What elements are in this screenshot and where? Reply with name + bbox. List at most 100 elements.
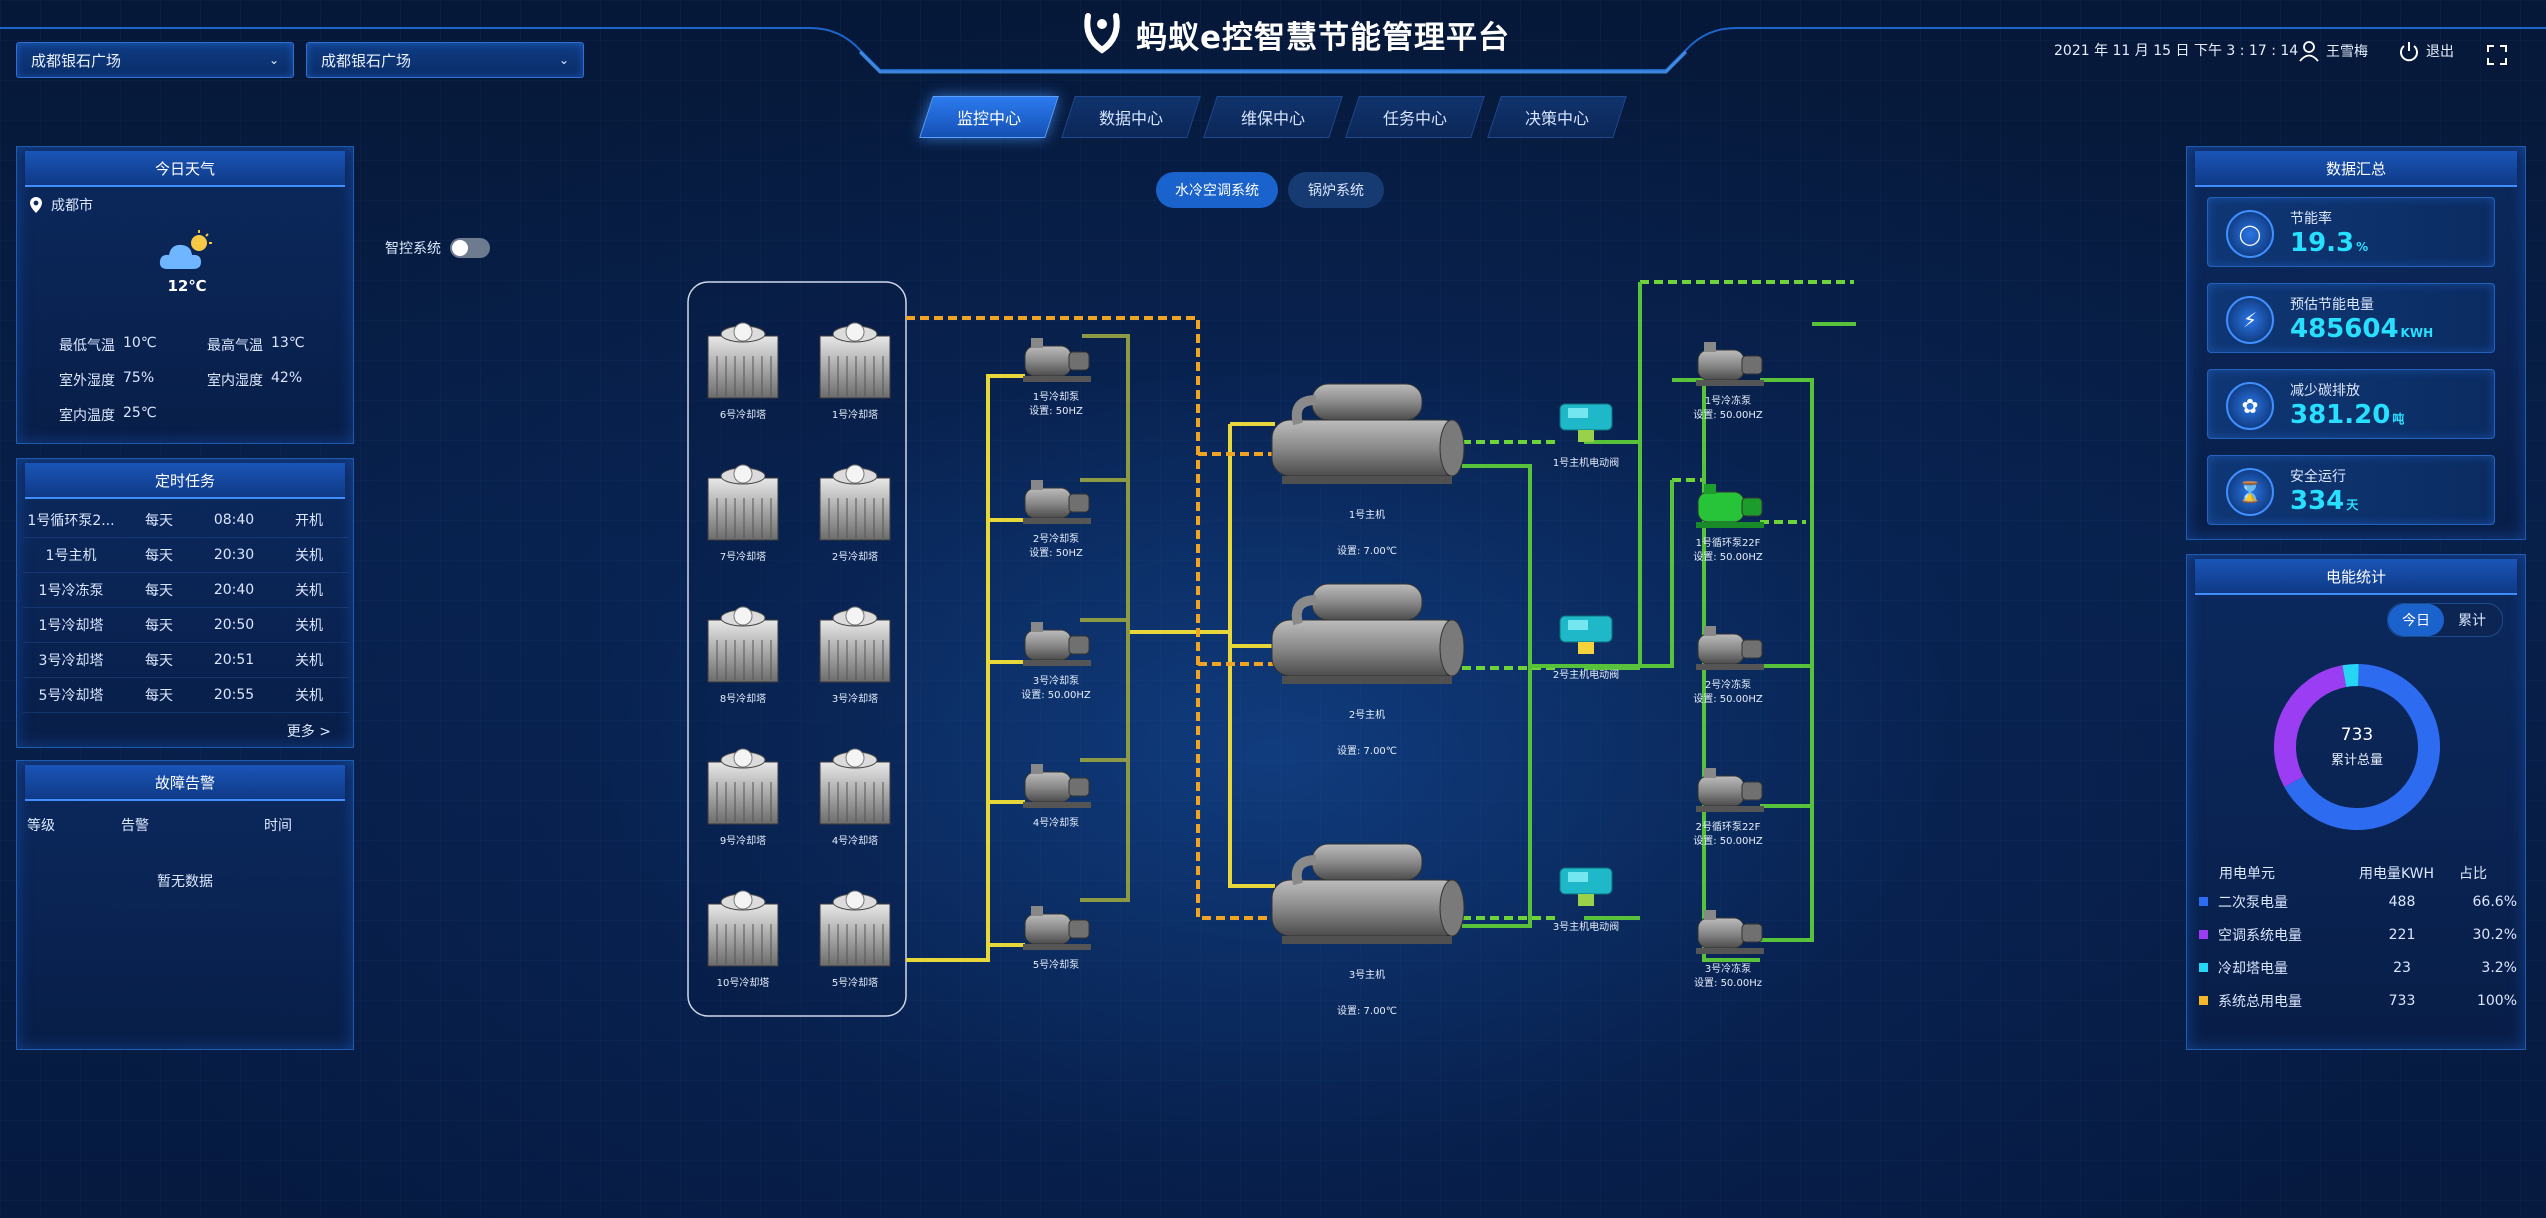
motorized-valve[interactable] — [1559, 615, 1613, 654]
chilled-water-pump[interactable] — [1696, 484, 1764, 528]
chiller[interactable] — [1271, 843, 1465, 944]
chiller[interactable] — [1271, 383, 1465, 484]
cooling-pump[interactable] — [1023, 906, 1091, 950]
motorized-valve[interactable] — [1559, 403, 1613, 442]
hourglass-icon: ⌛ — [2226, 468, 2274, 516]
weather-temp: 12℃ — [167, 277, 207, 295]
cooling-return-pipe — [906, 316, 1275, 920]
cooling-pump-label: 5号冷却泵 — [1032, 960, 1080, 971]
cooling-tower[interactable] — [707, 464, 779, 541]
cooling-pump[interactable] — [1023, 622, 1091, 666]
donut-slice — [2284, 664, 2440, 830]
motorized-valve[interactable] — [1559, 867, 1613, 906]
chiller-label: 3号主机 — [1348, 970, 1386, 981]
project-select-1[interactable]: 成都银石广场 ⌄ — [16, 42, 294, 78]
logout-button[interactable]: 退出 — [2398, 40, 2454, 62]
weather-min-label: 最低气温 — [59, 338, 115, 354]
power-col-pct: 占比 — [2459, 866, 2487, 882]
cooling-tower[interactable] — [819, 606, 891, 683]
power-toggle-today[interactable]: 今日 — [2388, 604, 2444, 636]
cooling-pump[interactable] — [1023, 480, 1091, 524]
stat-label: 减少碳排放 — [2290, 383, 2360, 399]
user-menu[interactable]: 王雪梅 — [2298, 40, 2368, 62]
cooling-tower[interactable] — [819, 890, 891, 967]
cooling-pump[interactable] — [1023, 338, 1091, 382]
cooling-pump-label: 3号冷却泵 — [1032, 676, 1080, 687]
chilled-water-pump-setting: 设置: 50.00HZ — [1693, 552, 1763, 563]
motorized-valve-label: 3号主机电动阀 — [1552, 922, 1620, 933]
smart-control-label: 智控系统 — [385, 241, 441, 257]
chilled-water-pump-label: 1号冷冻泵 — [1704, 396, 1752, 407]
user-name: 王雪梅 — [2326, 44, 2368, 60]
cooling-tower[interactable] — [707, 606, 779, 683]
weather-max-value: 13℃ — [271, 335, 305, 351]
donut-slice — [2274, 665, 2347, 788]
chiller-setting: 设置: 7.00℃ — [1336, 1006, 1398, 1017]
chilled-water-pump-setting: 设置: 50.00HZ — [1693, 694, 1763, 705]
cooling-pump-outlet-pipe — [1080, 334, 1130, 902]
chiller-label: 1号主机 — [1348, 510, 1386, 521]
chilled-water-pump-label: 2号冷冻泵 — [1704, 680, 1752, 691]
chevron-down-icon: ⌄ — [558, 53, 569, 67]
cooling-tower[interactable] — [819, 748, 891, 825]
subsystem-boiler[interactable]: 锅炉系统 — [1288, 172, 1384, 208]
motorized-valve-label: 2号主机电动阀 — [1552, 670, 1620, 681]
chilled-water-pump[interactable] — [1696, 910, 1764, 954]
power-donut-chart — [2274, 664, 2440, 830]
chilled-water-pump-label: 2号循环泵22F — [1695, 822, 1761, 833]
cooling-tower-label: 3号冷却塔 — [831, 694, 879, 705]
tasks-more-link[interactable]: 更多 > — [286, 724, 331, 740]
cooling-tower[interactable] — [707, 890, 779, 967]
chilled-water-pump[interactable] — [1696, 768, 1764, 812]
donut-slice — [2342, 664, 2359, 687]
chilled-water-pump[interactable] — [1696, 626, 1764, 670]
legend-swatch — [2199, 930, 2208, 939]
fullscreen-icon[interactable] — [2486, 44, 2508, 66]
cloudy-sun-icon — [159, 230, 212, 269]
alarms-panel: 故障告警 等级 告警 时间 暂无数据 — [16, 760, 354, 1050]
alarms-col-level: 等级 — [27, 818, 55, 834]
power-toggle-total[interactable]: 累计 — [2458, 613, 2486, 629]
alarms-title: 故障告警 — [25, 765, 345, 801]
stat-label: 节能率 — [2290, 211, 2332, 227]
smart-control-toggle[interactable] — [450, 238, 490, 258]
cooling-tower[interactable] — [707, 748, 779, 825]
chiller[interactable] — [1271, 583, 1465, 684]
cooling-tower-label: 2号冷却塔 — [831, 552, 879, 563]
power-col-unit: 用电单元 — [2219, 866, 2275, 882]
cooling-tower[interactable] — [819, 464, 891, 541]
weather-in-hum-label: 室内湿度 — [207, 373, 263, 389]
weather-in-temp-value: 25℃ — [123, 405, 157, 421]
stat-value: 19.3% — [2290, 228, 2369, 258]
location-pin-icon — [30, 197, 42, 213]
cooling-towers — [707, 322, 891, 967]
subsystem-water-cooling[interactable]: 水冷空调系统 — [1156, 172, 1278, 208]
tasks-title: 定时任务 — [25, 463, 345, 499]
cooling-pump[interactable] — [1023, 764, 1091, 808]
bolt-icon: ⚡ — [2226, 296, 2274, 344]
chilled-water-pump-setting: 设置: 50.00HZ — [1693, 836, 1763, 847]
cooling-tower[interactable] — [707, 322, 779, 399]
bulb-icon: ◯ — [2226, 210, 2274, 258]
power-range-toggle: 今日 累计 — [2387, 603, 2503, 637]
project-select-2[interactable]: 成都银石广场 ⌄ — [306, 42, 584, 78]
chilled-water-pump[interactable] — [1696, 342, 1764, 386]
weather-panel: 今日天气 成都市 12℃ 最低气温 10℃ 最高气温 13℃ 室外湿度 75% … — [16, 146, 354, 444]
app-title: 蚂蚁e控智慧节能管理平台 — [1136, 19, 1511, 56]
cooling-tower[interactable] — [819, 322, 891, 399]
project-select-2-value: 成都银石广场 — [321, 51, 412, 70]
